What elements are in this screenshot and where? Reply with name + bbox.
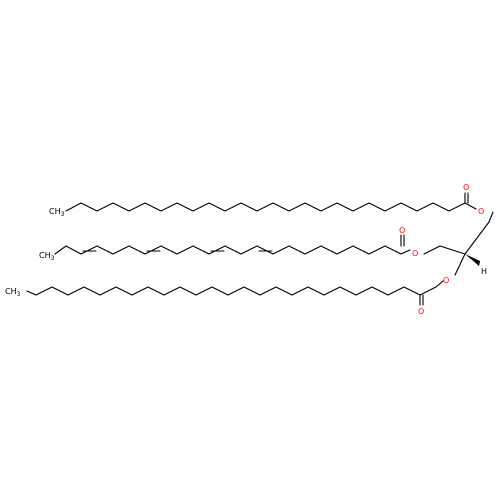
top-subscript-3: 3 xyxy=(61,211,65,218)
bottom-ch-text: CH xyxy=(5,287,17,296)
bottom-ester-oxygen: O xyxy=(443,276,449,285)
top-acyl-chain xyxy=(65,192,477,212)
atom-labels: CH3 CH3 CH3 O O O O O O H xyxy=(5,183,487,316)
top-methyl-label: CH3 xyxy=(49,207,65,218)
middle-ch-text: CH xyxy=(39,251,51,260)
backbone-o1-c1 xyxy=(488,211,494,223)
middle-acyl-chain xyxy=(54,234,411,255)
bottom-carbonyl-oxygen: O xyxy=(418,307,424,316)
bottom-chain-bonds xyxy=(26,280,444,296)
stereo-wedge-bond xyxy=(465,254,480,266)
bottom-acyl-chain xyxy=(26,280,444,306)
top-carbonyl-oxygen: O xyxy=(463,183,469,192)
middle-chain-bonds xyxy=(54,245,411,255)
backbone-c2-o3 xyxy=(454,253,466,276)
top-ester-bond xyxy=(464,202,477,210)
middle-ester-oxygen: O xyxy=(412,249,418,258)
backbone-c3-o2 xyxy=(423,245,441,255)
middle-carbonyl-oxygen: O xyxy=(399,226,405,235)
top-ch-text: CH xyxy=(49,207,61,216)
bottom-subscript-3: 3 xyxy=(17,291,21,298)
backbone-c2-c3 xyxy=(439,245,466,255)
bottom-methyl-label: CH3 xyxy=(5,287,21,298)
top-ester-oxygen: O xyxy=(478,207,484,216)
backbone-c1-c2 xyxy=(464,221,490,255)
glycerol-backbone xyxy=(423,211,494,276)
top-chain-bonds xyxy=(65,202,466,212)
middle-methyl-label: CH3 xyxy=(39,251,55,262)
middle-subscript-3: 3 xyxy=(51,255,55,262)
stereo-hydrogen: H xyxy=(481,267,487,276)
